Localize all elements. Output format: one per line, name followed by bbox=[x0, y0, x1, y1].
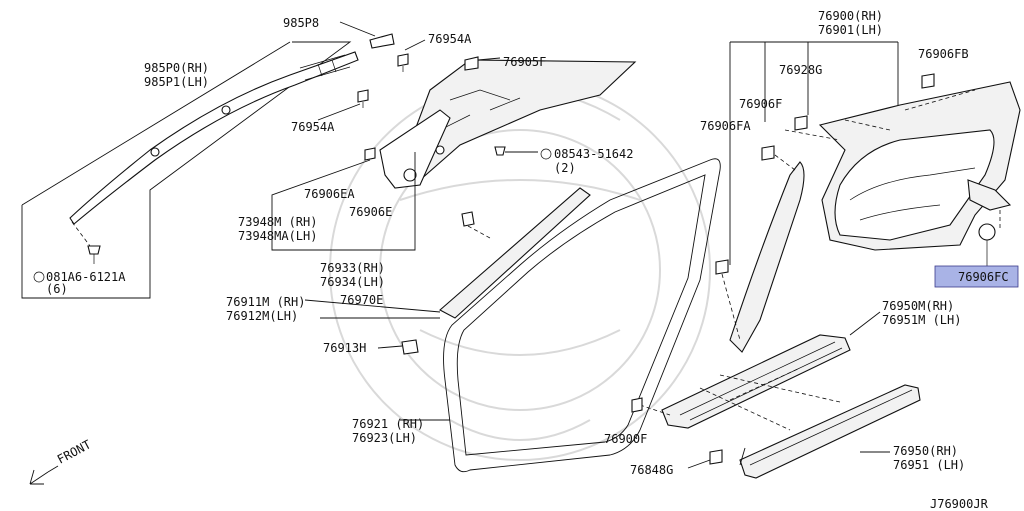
label-985P8: 985P8 bbox=[283, 16, 319, 30]
label-76912M: 76912M(LH) bbox=[226, 309, 298, 323]
label-76933: 76933(RH) bbox=[320, 261, 385, 275]
pillar-trim-upper bbox=[379, 59, 637, 189]
label-73948MA: 73948MA(LH) bbox=[238, 229, 317, 243]
clip-76906E-small bbox=[461, 211, 491, 239]
clip-76905F bbox=[464, 56, 501, 71]
label-76954A-top: 76954A bbox=[428, 32, 472, 46]
kicking-plate-76950M bbox=[639, 311, 881, 431]
label-76928G: 76928G bbox=[779, 63, 822, 77]
sill-trim-76950 bbox=[739, 384, 921, 479]
clip-76906EA bbox=[271, 147, 416, 251]
clip-76906FC bbox=[978, 223, 996, 266]
part-985P8-clip bbox=[339, 21, 395, 49]
label-76900: 76900(RH) bbox=[818, 9, 883, 23]
b-circle-icon bbox=[33, 271, 45, 283]
label-76970E: 76970E bbox=[340, 293, 383, 307]
s-circle-icon bbox=[540, 148, 552, 160]
label-76901: 76901(LH) bbox=[818, 23, 883, 37]
highlight-76906FC bbox=[934, 265, 1019, 288]
label-08543-qty: (2) bbox=[554, 161, 576, 175]
label-76951: 76951 (LH) bbox=[893, 458, 965, 472]
clip-76954A-mid bbox=[317, 89, 369, 121]
bolt-08543 bbox=[494, 146, 538, 156]
curtain-airbag-group bbox=[21, 41, 359, 299]
label-76911M: 76911M (RH) bbox=[226, 295, 305, 309]
labels: 985P8 76954A 76905F 985P0(RH) 985P1(LH) … bbox=[33, 9, 1009, 511]
clip-76848G bbox=[687, 449, 723, 469]
label-76906F: 76906F bbox=[739, 97, 782, 111]
label-081A6-qty: (6) bbox=[46, 282, 68, 296]
door-welt-seal bbox=[400, 158, 721, 473]
clip-76913H bbox=[377, 339, 419, 355]
clip-76906FB bbox=[921, 73, 935, 89]
label-73948M: 73948M (RH) bbox=[238, 215, 317, 229]
label-76913H: 76913H bbox=[323, 341, 366, 355]
label-76906EA: 76906EA bbox=[304, 187, 355, 201]
clip-76906FA bbox=[715, 145, 775, 341]
watermark bbox=[329, 79, 711, 461]
label-76906FC: 76906FC bbox=[958, 270, 1009, 284]
label-76905F: 76905F bbox=[503, 55, 546, 69]
label-08543: 08543-51642 bbox=[554, 147, 633, 161]
label-081A6: 081A6-6121A bbox=[46, 270, 126, 284]
clip-76954A-top bbox=[397, 39, 426, 72]
label-76923: 76923(LH) bbox=[352, 431, 417, 445]
label-76951M: 76951M (LH) bbox=[882, 313, 961, 327]
diagram-code: J76900JR bbox=[930, 497, 989, 511]
label-76900F: 76900F bbox=[604, 432, 647, 446]
clip-76900F bbox=[631, 397, 643, 413]
label-985P1: 985P1(LH) bbox=[144, 75, 209, 89]
pillar-trim-center bbox=[304, 187, 591, 319]
label-76906FB: 76906FB bbox=[918, 47, 969, 61]
label-76848G: 76848G bbox=[630, 463, 673, 477]
label-76906FA: 76906FA bbox=[700, 119, 751, 133]
front-arrow-icon bbox=[29, 465, 59, 485]
label-76950M: 76950M(RH) bbox=[882, 299, 954, 313]
label-76934: 76934(LH) bbox=[320, 275, 385, 289]
clip-76906F bbox=[794, 115, 808, 131]
label-985P0: 985P0(RH) bbox=[144, 61, 209, 75]
front-label: FRONT bbox=[55, 437, 93, 466]
quarter-trim-group bbox=[729, 41, 1021, 353]
label-76921: 76921 (RH) bbox=[352, 417, 424, 431]
label-76906E: 76906E bbox=[349, 205, 392, 219]
label-76954A-mid: 76954A bbox=[291, 120, 335, 134]
label-76950: 76950(RH) bbox=[893, 444, 958, 458]
